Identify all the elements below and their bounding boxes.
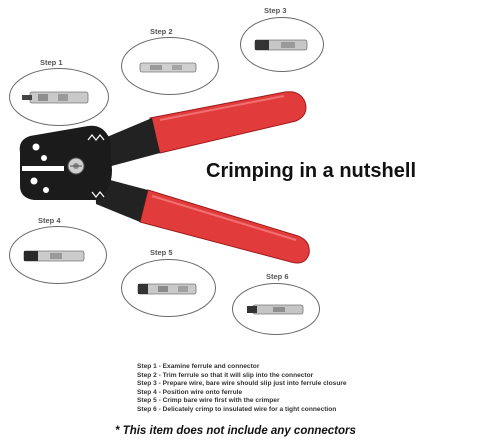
step-3-oval: [240, 17, 324, 72]
connector-photo-icon: [23, 250, 85, 262]
headline: Crimping in a nutshell: [206, 160, 417, 182]
instruction-item: Step 1 - Examine ferrule and connector: [137, 363, 260, 370]
step-2-oval: [121, 37, 219, 95]
instruction-item: Step 2 - Trim ferrule so that it will sl…: [137, 371, 314, 379]
step-5-label: Step 5: [150, 248, 173, 257]
instruction-item: Step 4 - Position wire onto ferrule: [137, 388, 243, 396]
connector-photo-icon: [22, 91, 89, 104]
instruction-item: Step 6 - Delicately crimp to insulated w…: [137, 405, 337, 413]
step-3-label: Step 3: [264, 6, 287, 15]
step-1-label: Step 1: [40, 58, 63, 67]
connector-photo-icon: [139, 62, 197, 73]
step-6-label: Step 6: [266, 272, 289, 281]
step-6-oval: [232, 283, 320, 335]
step-4-label: Step 4: [38, 216, 61, 225]
instruction-item: Step 3 - Prepare wire, bare wire should …: [137, 380, 347, 388]
step-1-oval: [9, 68, 109, 126]
instruction-item: Step 5 - Crimp bare wire first with the …: [137, 397, 280, 405]
step-4-oval: [9, 226, 107, 284]
disclaimer: * This item does not include any connect…: [115, 425, 356, 437]
step-5-oval: [121, 259, 216, 317]
connector-photo-icon: [247, 304, 304, 315]
step-2-label: Step 2: [150, 27, 173, 36]
instructions-list: Step 1 - Examine ferrule and connector S…: [137, 363, 347, 415]
connector-photo-icon: [254, 39, 308, 51]
connector-photo-icon: [137, 283, 197, 295]
